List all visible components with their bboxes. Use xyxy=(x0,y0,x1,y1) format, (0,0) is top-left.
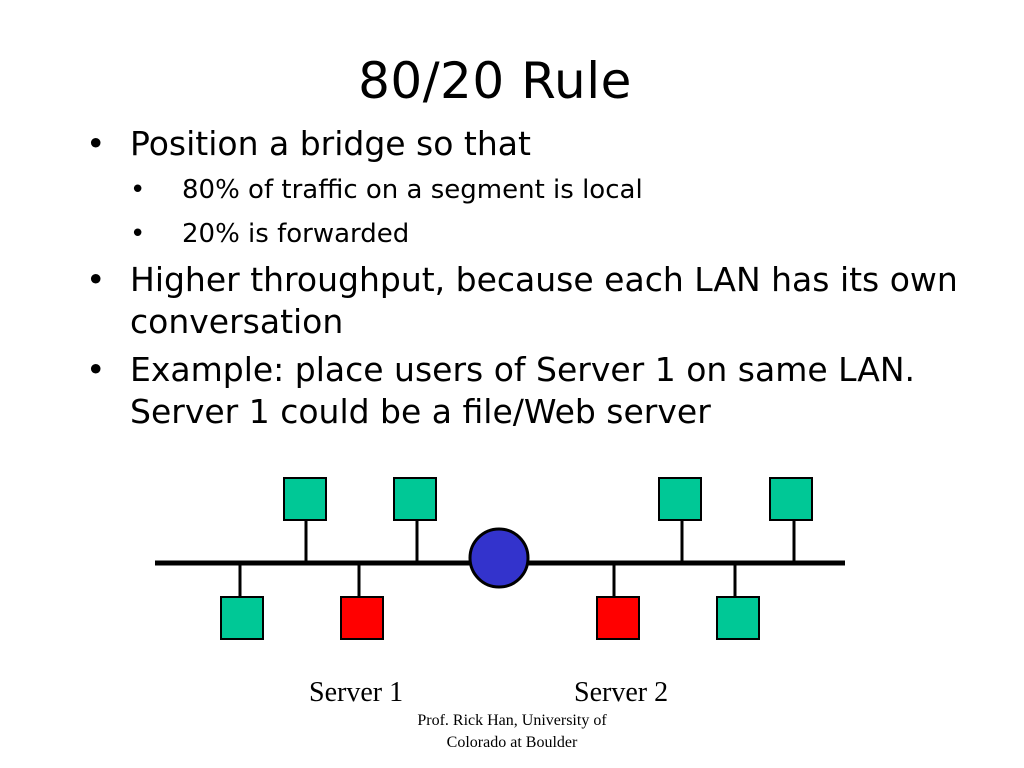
server-1-node xyxy=(340,596,384,640)
bullet-item: • Position a bridge so that xyxy=(86,123,1006,165)
server-2-label: Server 2 xyxy=(574,677,669,708)
bullet-text: Higher throughput, because each LAN has … xyxy=(130,260,958,341)
sub-bullet-text: 80% of traffic on a segment is local xyxy=(182,175,643,205)
bridge-node xyxy=(468,527,530,589)
bullet-marker: • xyxy=(86,124,106,163)
server-2-node xyxy=(596,596,640,640)
footer-credit: Prof. Rick Han, University of Colorado a… xyxy=(380,710,644,754)
sub-bullet-item: • 20% is forwarded xyxy=(86,215,1006,253)
host-node xyxy=(658,477,702,521)
host-node xyxy=(220,596,264,640)
bullet-item: • Example: place users of Server 1 on sa… xyxy=(86,349,1006,433)
sub-bullet-item: • 80% of traffic on a segment is local xyxy=(86,171,1006,209)
host-node xyxy=(716,596,760,640)
bullet-text: Position a bridge so that xyxy=(130,124,531,163)
bullet-marker: • xyxy=(86,260,106,299)
bullet-list: • Position a bridge so that • 80% of tra… xyxy=(86,123,1006,435)
sub-bullet-text: 20% is forwarded xyxy=(182,219,410,249)
bullet-item: • Higher throughput, because each LAN ha… xyxy=(86,259,1006,343)
bullet-marker: • xyxy=(130,175,146,205)
footer-line: Colorado at Boulder xyxy=(446,734,578,751)
bullet-marker: • xyxy=(130,219,146,249)
host-node xyxy=(283,477,327,521)
sub-bullet-list: • 80% of traffic on a segment is local •… xyxy=(86,171,1006,253)
bullet-text: Example: place users of Server 1 on same… xyxy=(130,350,916,431)
slide-title: 80/20 Rule xyxy=(358,52,632,110)
footer-line: Prof. Rick Han, University of xyxy=(417,712,607,729)
host-node xyxy=(769,477,813,521)
host-node xyxy=(393,477,437,521)
bullet-marker: • xyxy=(86,350,106,389)
server-1-label: Server 1 xyxy=(309,677,404,708)
